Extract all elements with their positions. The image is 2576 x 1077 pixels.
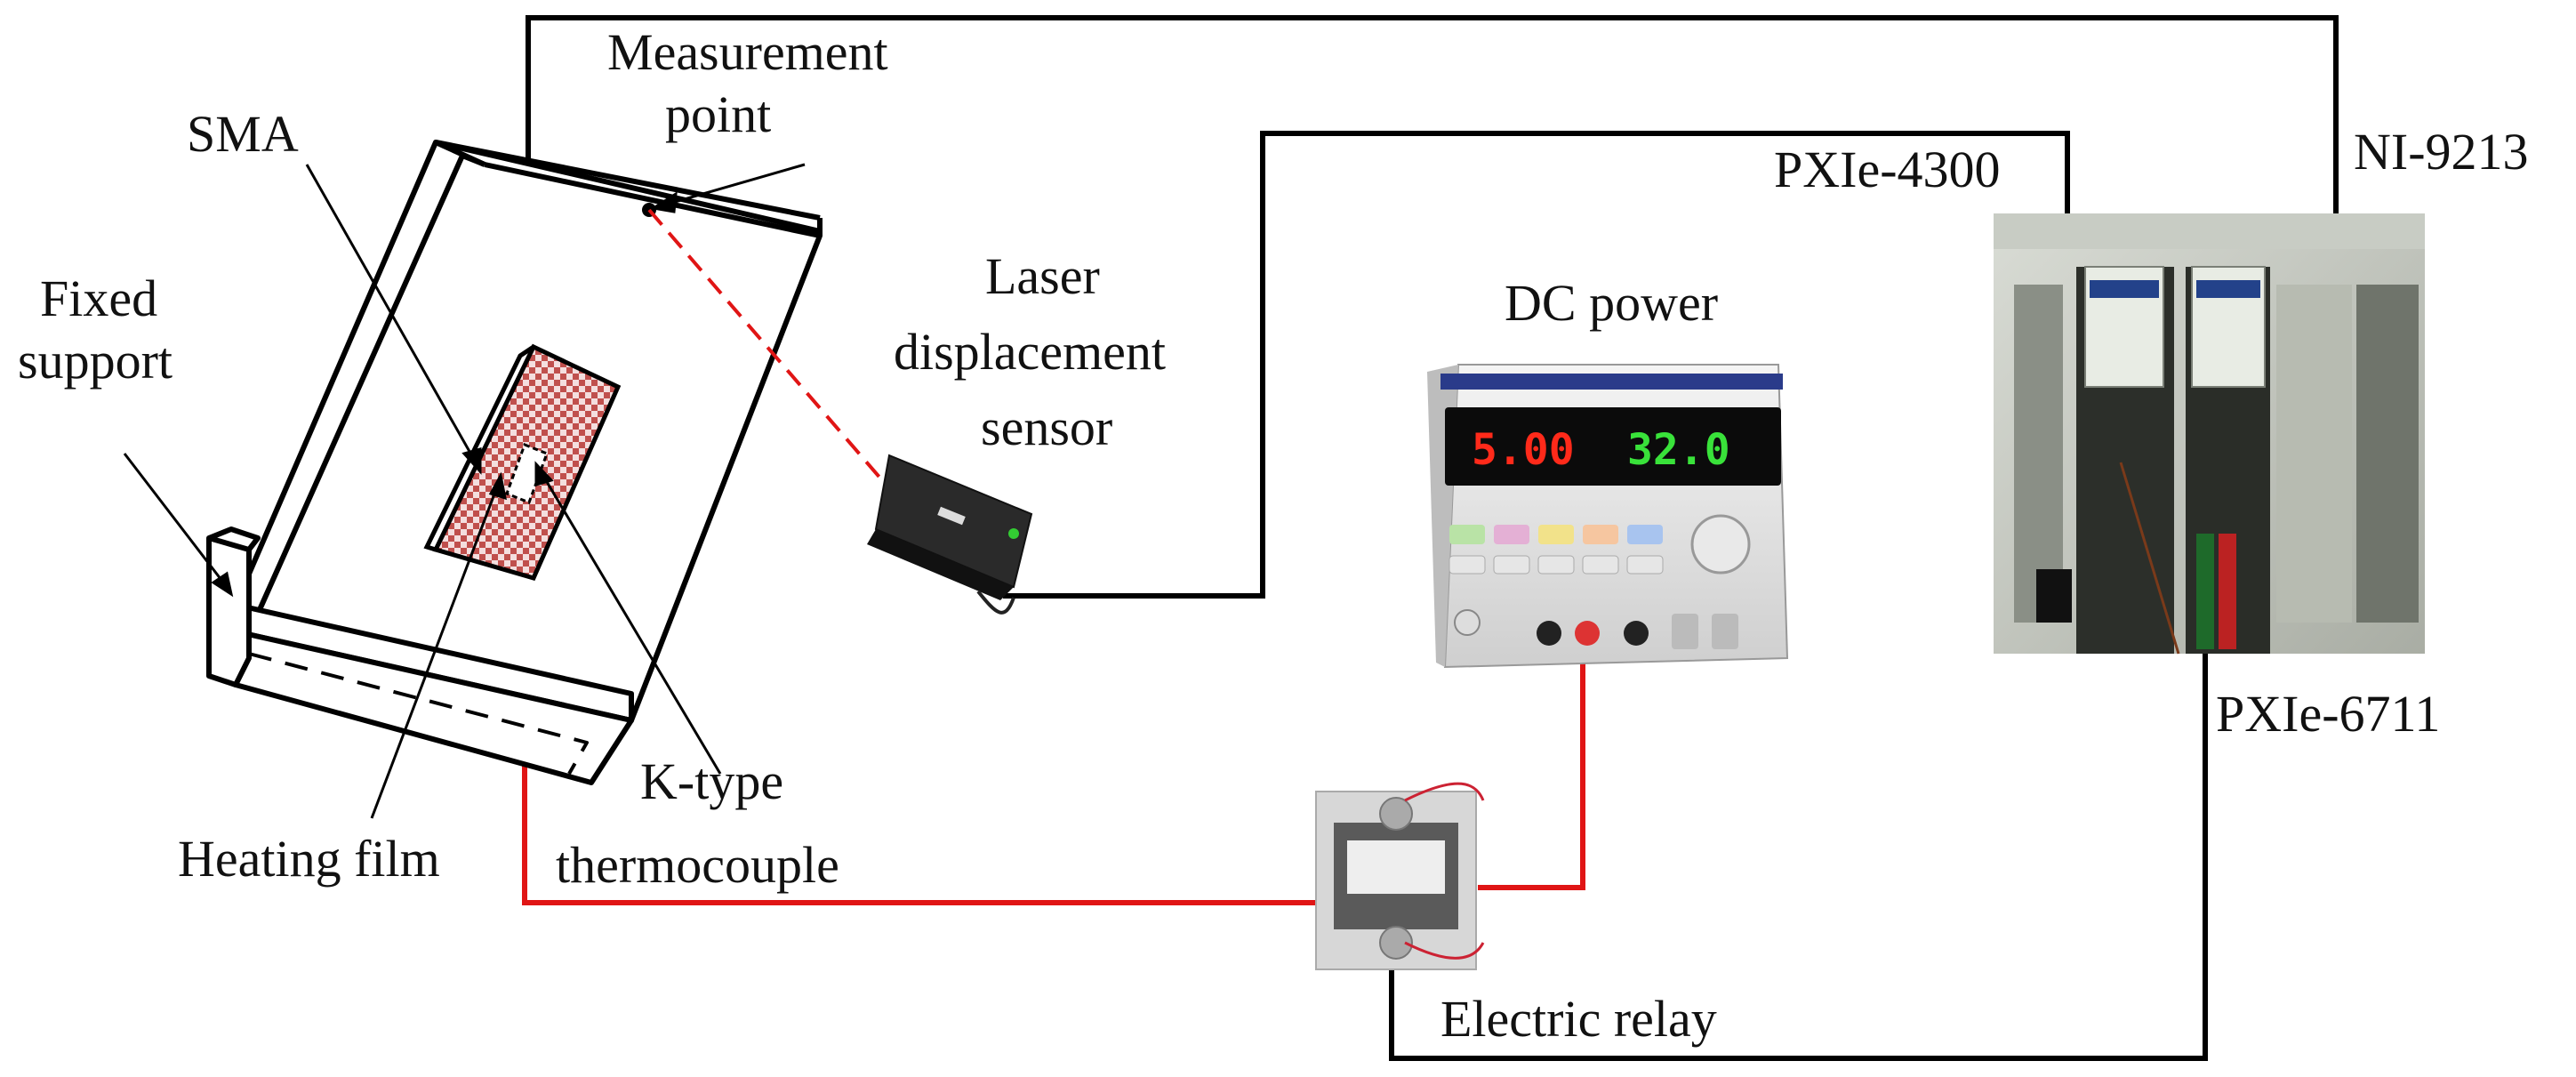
label-pxie-6711: PXIe-6711 [2216,685,2440,743]
label-measurement-point-line1: Measurement [607,23,888,81]
laser-beam [647,208,895,495]
hidden-edge-dashed [248,652,589,775]
label-laser-line1: Laser [985,247,1100,305]
label-ni-9213: NI-9213 [2354,123,2529,181]
dc-power-terminals [1537,621,1649,646]
label-electric-relay: Electric relay [1440,990,1717,1048]
solid-state-relay-photo [1315,782,1485,970]
label-fixed-support-line1: Fixed [40,269,157,327]
label-fixed-support-line2: support [18,332,173,390]
dc-power-current-readout: 32.0 [1627,425,1730,475]
pxi-chassis-photo [1994,213,2425,655]
pxie-6711-wire [1389,654,2208,1061]
dc-power-display-panel [1445,407,1781,486]
label-laser-line2: displacement [894,323,1166,381]
dc-power-to-relay-wire [1478,645,1585,890]
label-sma: SMA [187,105,299,163]
thermocouple-tab [505,443,549,504]
pxie-4300-wire [1003,131,2070,599]
dc-power-knob [1690,514,1751,575]
fixed-support-block [206,535,252,687]
dc-power-voltage-readout: 5.00 [1472,425,1575,475]
label-k-type-line1: K-type [640,752,783,810]
label-laser-line3: sensor [981,398,1112,456]
label-measurement-point-line2: point [665,85,771,143]
label-heating-film: Heating film [178,830,440,888]
label-k-type-line2: thermocouple [556,836,839,894]
label-dc-power: DC power [1505,274,1718,332]
label-pxie-4300: PXIe-4300 [1774,141,2001,198]
dc-power-buttons [1448,525,1664,575]
dc-power-supply-photo: 5.00 32.0 [1427,364,1789,669]
annotation-leaders [123,163,806,819]
diagram-labels: Measurement point SMA Fixed support Lase… [18,23,2529,1048]
laser-sensor-photo [867,454,1033,615]
